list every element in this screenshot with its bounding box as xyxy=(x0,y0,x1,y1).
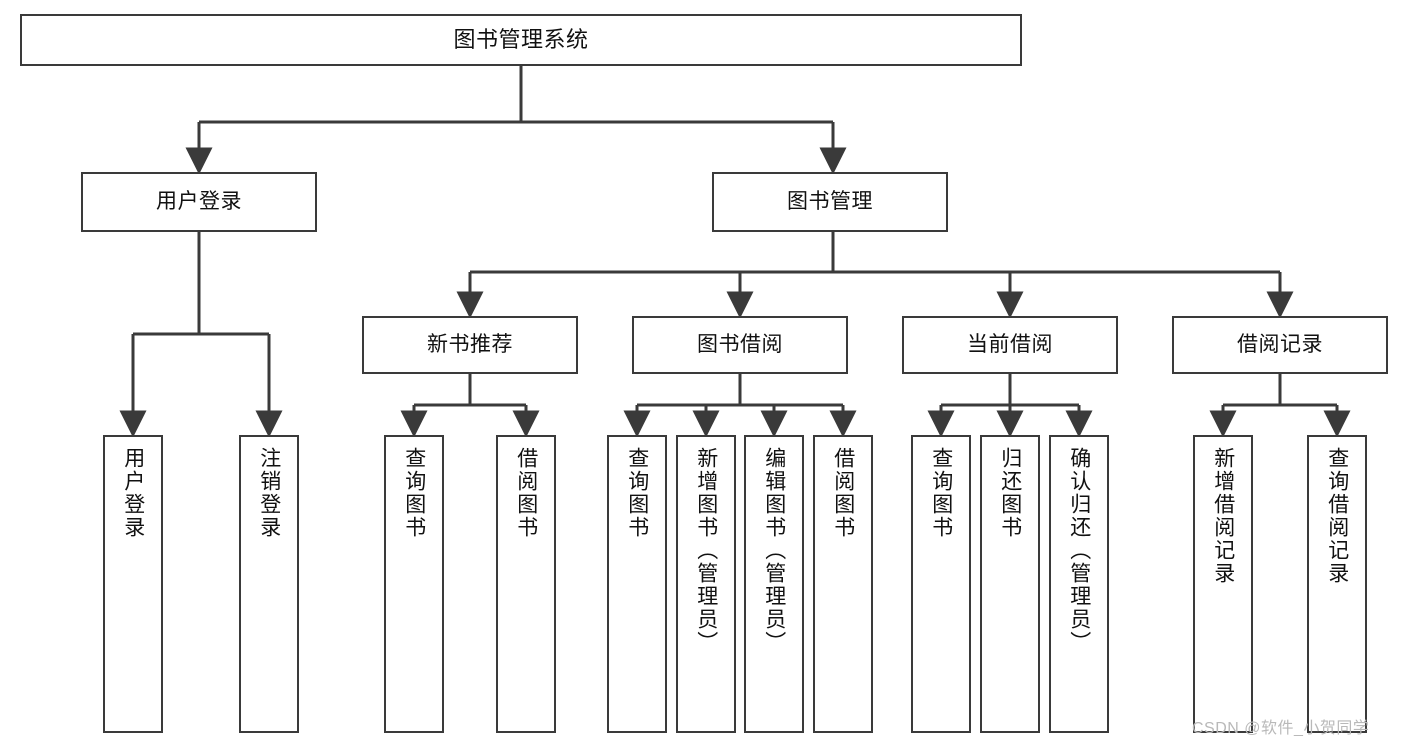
node-borrow-record-label: 借阅记录 xyxy=(1237,333,1323,357)
leaf-current-return-book[interactable]: 归还图书 xyxy=(980,435,1040,733)
leaf-user-login-signin-label: 用户登录 xyxy=(121,447,145,539)
leaf-user-login-signout[interactable]: 注销登录 xyxy=(239,435,299,733)
node-book-borrow-label: 图书借阅 xyxy=(697,333,783,357)
node-current-borrow-label: 当前借阅 xyxy=(967,333,1053,357)
leaf-borrow-search-book-label: 查询图书 xyxy=(625,447,649,539)
leaf-user-login-signout-label: 注销登录 xyxy=(257,447,281,539)
node-root-system-label: 图书管理系统 xyxy=(453,26,589,52)
leaf-record-search[interactable]: 查询借阅记录 xyxy=(1307,435,1367,733)
leaf-borrow-borrow-book-label: 借阅图书 xyxy=(831,447,855,539)
leaf-borrow-edit-book[interactable]: 编辑图书（管理员） xyxy=(744,435,804,733)
node-user-login-label: 用户登录 xyxy=(156,190,242,214)
node-root-system[interactable]: 图书管理系统 xyxy=(20,14,1022,66)
leaf-current-return-book-label: 归还图书 xyxy=(998,447,1022,539)
leaf-user-login-signin[interactable]: 用户登录 xyxy=(103,435,163,733)
leaf-current-search-book[interactable]: 查询图书 xyxy=(911,435,971,733)
leaf-record-search-label: 查询借阅记录 xyxy=(1325,447,1349,585)
leaf-current-confirm-return[interactable]: 确认归还（管理员） xyxy=(1049,435,1109,733)
node-book-management[interactable]: 图书管理 xyxy=(712,172,948,232)
leaf-current-search-book-label: 查询图书 xyxy=(929,447,953,539)
node-current-borrow[interactable]: 当前借阅 xyxy=(902,316,1118,374)
node-book-borrow[interactable]: 图书借阅 xyxy=(632,316,848,374)
leaf-new-book-search-label: 查询图书 xyxy=(402,447,426,539)
leaf-borrow-borrow-book[interactable]: 借阅图书 xyxy=(813,435,873,733)
leaf-new-book-borrow-label: 借阅图书 xyxy=(514,447,538,539)
leaf-record-add[interactable]: 新增借阅记录 xyxy=(1193,435,1253,733)
node-borrow-record[interactable]: 借阅记录 xyxy=(1172,316,1388,374)
leaf-new-book-search[interactable]: 查询图书 xyxy=(384,435,444,733)
leaf-current-confirm-return-label: 确认归还（管理员） xyxy=(1067,447,1091,654)
node-user-login[interactable]: 用户登录 xyxy=(81,172,317,232)
csdn-watermark: CSDN @软件_小贺同学 xyxy=(1192,720,1370,737)
leaf-borrow-add-book-label: 新增图书（管理员） xyxy=(694,447,718,654)
leaf-borrow-edit-book-label: 编辑图书（管理员） xyxy=(762,447,786,654)
node-book-management-label: 图书管理 xyxy=(787,190,873,214)
leaf-borrow-search-book[interactable]: 查询图书 xyxy=(607,435,667,733)
leaf-borrow-add-book[interactable]: 新增图书（管理员） xyxy=(676,435,736,733)
leaf-new-book-borrow[interactable]: 借阅图书 xyxy=(496,435,556,733)
node-new-book-recommend[interactable]: 新书推荐 xyxy=(362,316,578,374)
node-new-book-recommend-label: 新书推荐 xyxy=(427,333,513,357)
leaf-record-add-label: 新增借阅记录 xyxy=(1211,447,1235,585)
